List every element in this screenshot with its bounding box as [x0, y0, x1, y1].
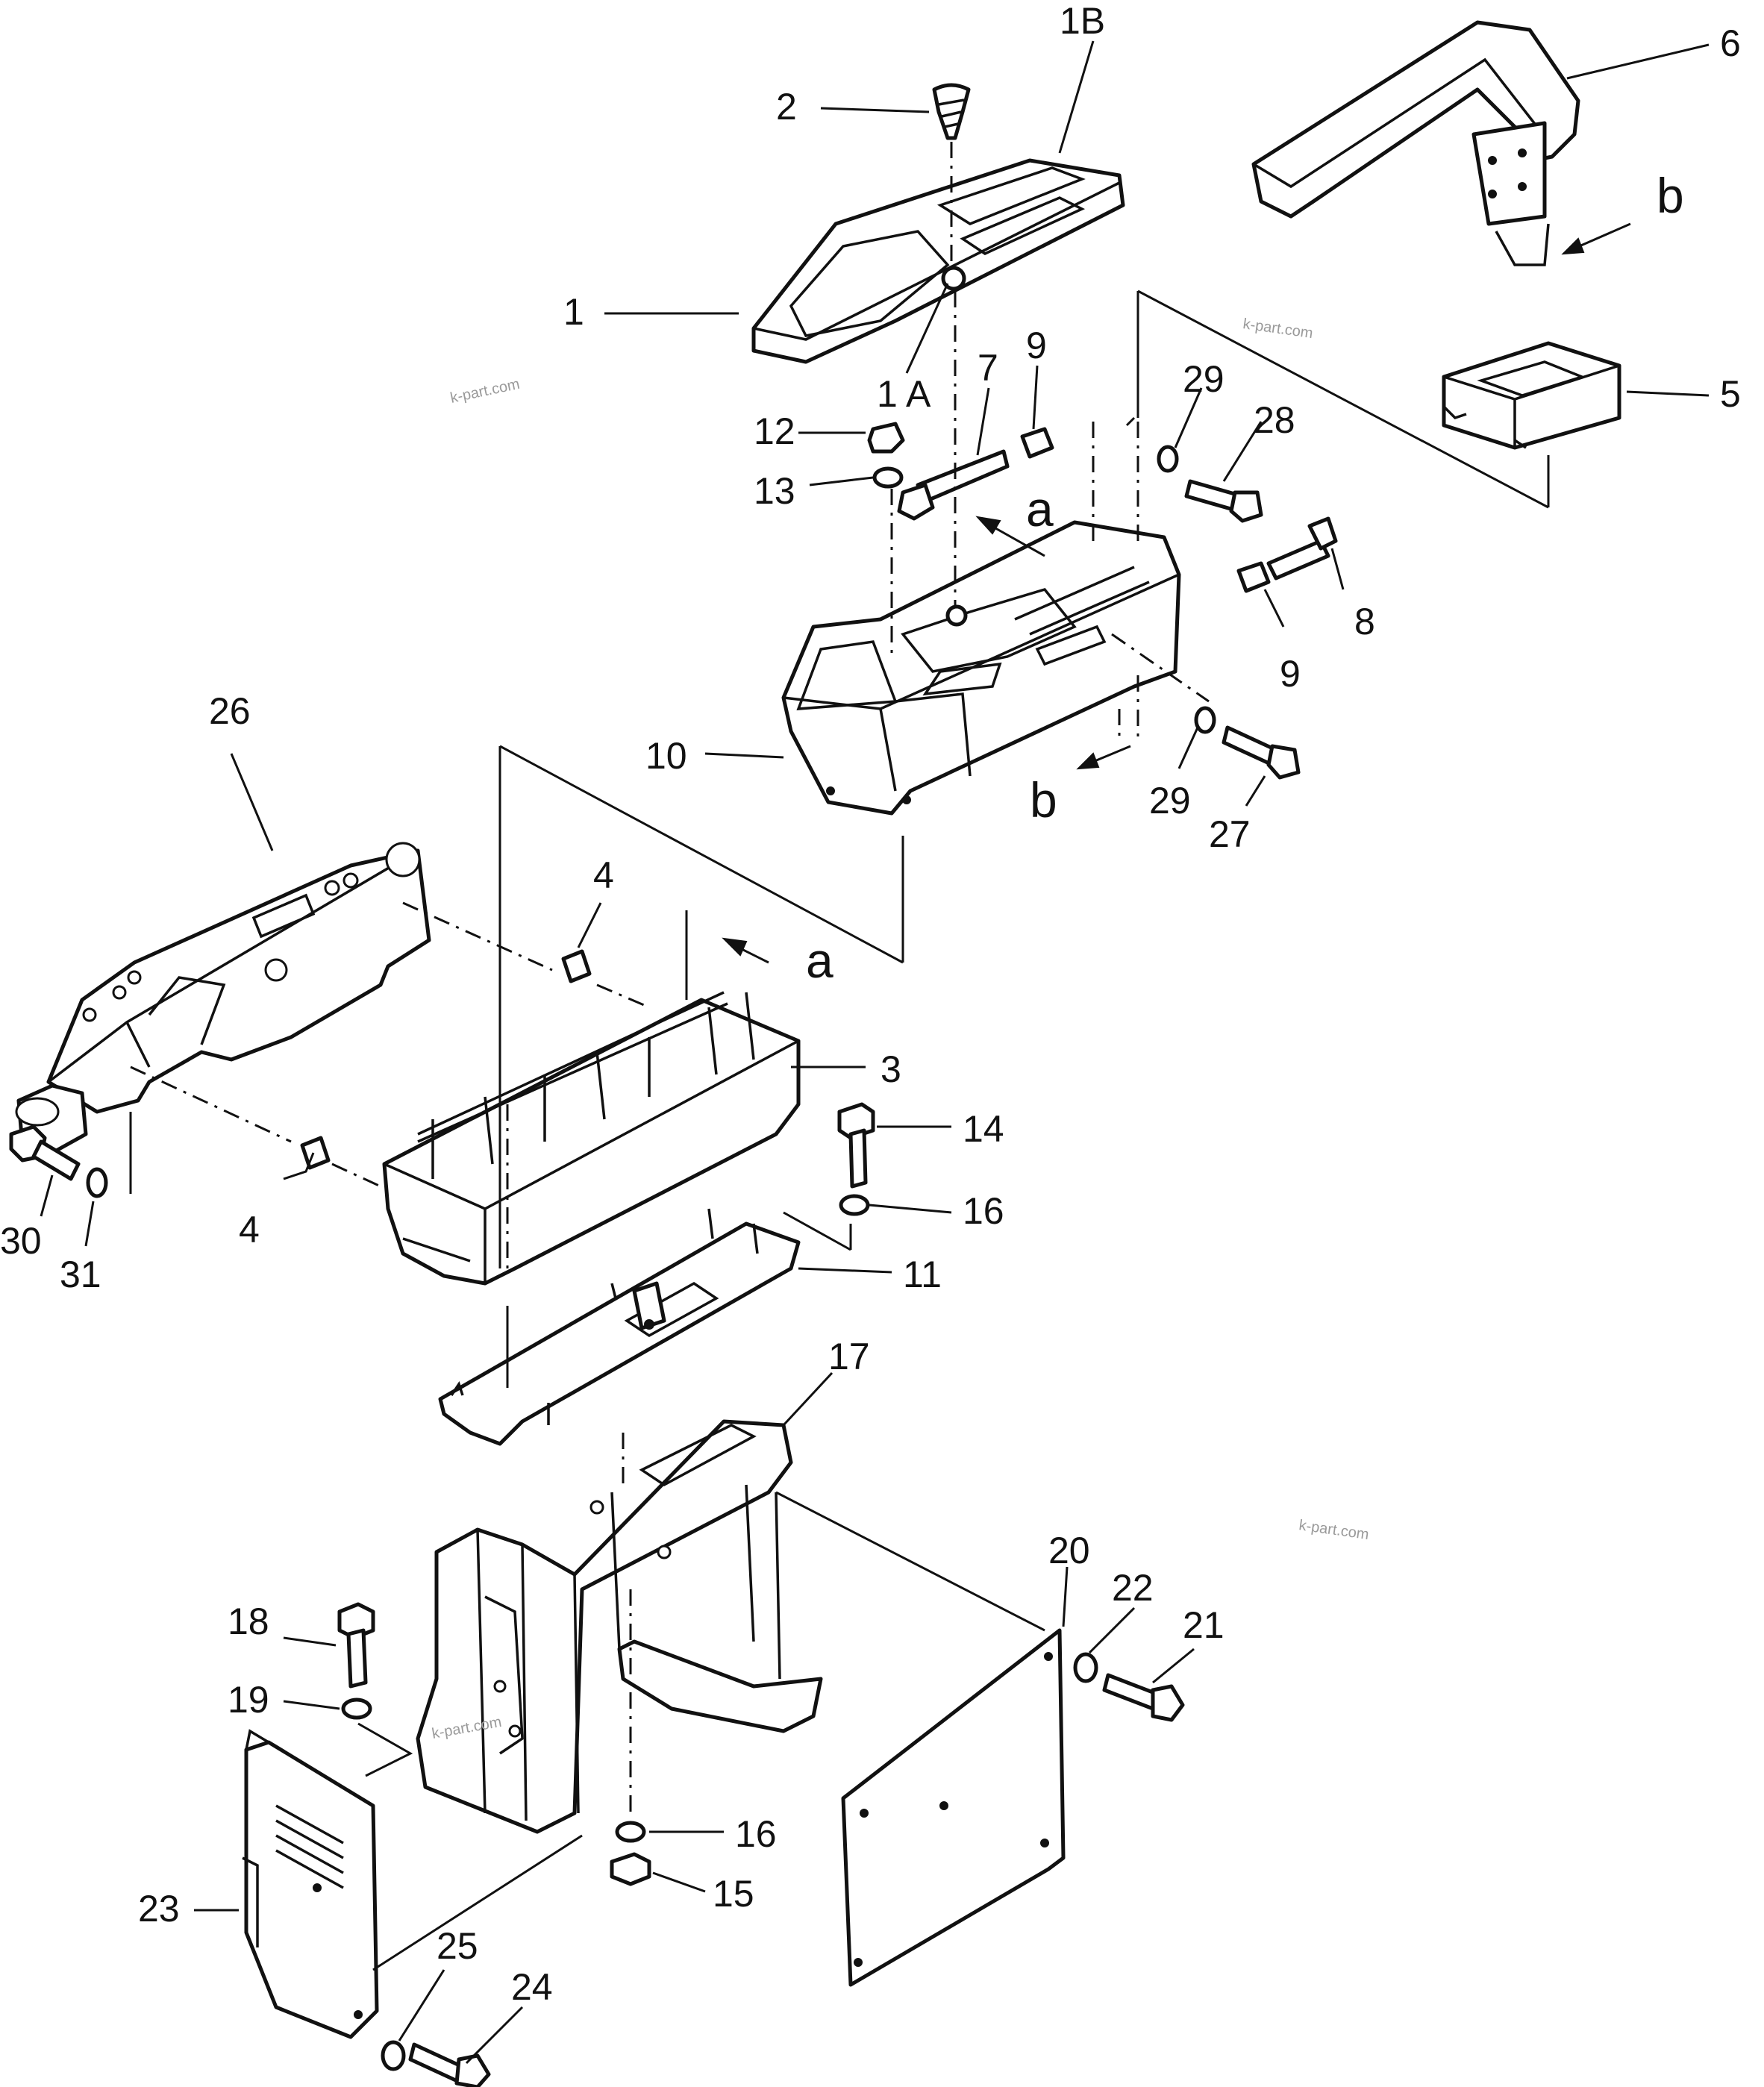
- label-part-13: 13: [754, 470, 795, 512]
- label-part-12: 12: [754, 410, 795, 452]
- view-marker-a-upper: a: [1026, 481, 1054, 536]
- label-part-26: 26: [209, 690, 251, 732]
- label-part-11: 11: [903, 1254, 942, 1295]
- part-3-lower-tray: [382, 991, 801, 1286]
- label-part-5: 5: [1720, 373, 1741, 415]
- label-part-18: 18: [228, 1601, 269, 1642]
- part-5-bracket: [1442, 341, 1621, 450]
- part-17-frame: [416, 1419, 823, 1834]
- label-part-29-lower: 29: [1149, 780, 1191, 822]
- assembly-lines: [129, 142, 1550, 1971]
- label-part-4-upper: 4: [593, 854, 614, 896]
- label-part-31: 31: [60, 1254, 101, 1295]
- part-20-side-plate: [841, 1628, 1066, 1987]
- part-11-mounting-plate: [438, 1208, 801, 1446]
- label-part-4-lower: 4: [239, 1209, 260, 1251]
- label-part-29-upper: 29: [1183, 358, 1225, 400]
- label-part-30: 30: [0, 1220, 42, 1262]
- label-part-6: 6: [1720, 22, 1741, 64]
- label-part-1b: 1B: [1060, 0, 1105, 42]
- view-arrows: [722, 222, 1631, 964]
- label-part-17: 17: [828, 1336, 870, 1377]
- part-6-handrail: [1251, 20, 1580, 266]
- watermark-3: k-part.com: [1298, 1517, 1370, 1543]
- view-marker-a-lower: a: [806, 933, 833, 988]
- label-part-9-lower: 9: [1280, 653, 1301, 695]
- label-part-23: 23: [138, 1888, 180, 1930]
- label-part-14: 14: [963, 1108, 1004, 1150]
- leader-lines: [40, 40, 1710, 2065]
- view-marker-b-upper: b: [1657, 168, 1684, 223]
- fasteners: [9, 422, 1338, 2087]
- label-part-16-lower: 16: [735, 1813, 777, 1855]
- label-part-7: 7: [978, 347, 998, 389]
- watermark-1: k-part.com: [448, 376, 521, 407]
- part-10-console-box: [781, 520, 1181, 816]
- label-part-3: 3: [881, 1048, 901, 1090]
- label-part-21: 21: [1183, 1604, 1225, 1646]
- part-23-lower-cover: [242, 1729, 379, 2039]
- label-part-27: 27: [1209, 813, 1251, 855]
- view-marker-b-lower: b: [1030, 772, 1057, 827]
- label-part-2: 2: [776, 86, 797, 128]
- label-part-19: 19: [228, 1679, 269, 1721]
- label-part-10: 10: [645, 735, 687, 777]
- label-part-15: 15: [713, 1873, 754, 1915]
- label-part-20: 20: [1048, 1530, 1090, 1571]
- label-part-9-upper: 9: [1026, 325, 1047, 366]
- watermark-2: k-part.com: [1242, 316, 1314, 342]
- label-part-1: 1: [563, 291, 584, 333]
- watermarks: k-part.com k-part.com k-part.com k-part.…: [431, 316, 1370, 1742]
- label-part-8: 8: [1354, 601, 1375, 642]
- part-labels: 1 1 A 1B 2 3 4 4 5 6 7 8 9 9 10 11 12 13…: [0, 0, 1741, 2008]
- label-part-16-upper: 16: [963, 1190, 1004, 1232]
- label-part-28: 28: [1254, 399, 1295, 441]
- label-part-22: 22: [1112, 1567, 1154, 1609]
- part-2-knob: [932, 83, 971, 140]
- part-26-side-panel: [15, 842, 431, 1155]
- part-1-top-cover: [751, 158, 1125, 364]
- label-part-1a: 1 A: [877, 373, 931, 415]
- label-part-25: 25: [437, 1925, 478, 1967]
- label-part-24: 24: [511, 1966, 553, 2008]
